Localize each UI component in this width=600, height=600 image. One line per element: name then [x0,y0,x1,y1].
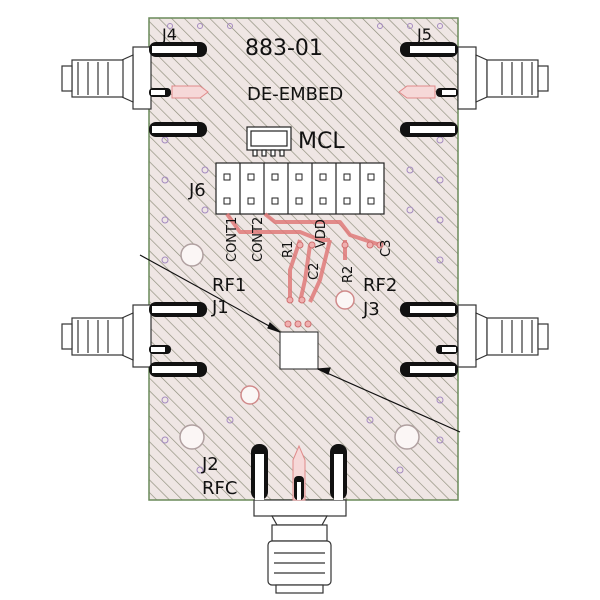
j1-label: J1 [211,297,229,318]
j5-label: J5 [416,25,432,44]
dimension-leader [139,254,461,433]
via-row-top [161,23,444,474]
j1-pads [149,302,207,377]
j6-pin-header [215,162,385,215]
sma-connector-j2 [253,499,347,594]
smd-pads [284,241,384,328]
copper-traces [225,212,381,303]
sma-connector-j5 [457,46,549,110]
r2-label: R2 [341,266,356,283]
mounting-holes [179,243,420,450]
rfc-label: RFC [202,478,237,499]
sma-connector-j1 [61,304,152,368]
j4-label: J4 [161,25,177,44]
j4-pads [149,42,209,137]
j2-pads [251,444,347,501]
vdd-label: VDD [314,219,329,248]
c2-label: C2 [307,263,322,280]
mcl-label: MCL [298,129,345,154]
j2-label: J2 [201,454,219,475]
rf2-label: RF2 [363,275,397,296]
r1-label: R1 [281,241,296,258]
c3-label: C3 [379,240,394,257]
rf1-label: RF1 [212,275,246,296]
sma-connector-j3 [457,304,549,368]
j3-label: J3 [362,299,380,320]
switch-ic-footprint [279,331,319,370]
j6-label: J6 [188,180,206,201]
subtitle-label: DE-EMBED [247,84,343,105]
cont2-label: CONT2 [251,217,266,262]
part-number-label: 883-01 [245,36,323,61]
cont1-label: CONT1 [225,217,240,262]
j3-pads [400,302,458,377]
sma-connector-j4 [61,46,152,110]
j5-pads [398,42,458,137]
mcl-ic-footprint [246,126,292,157]
